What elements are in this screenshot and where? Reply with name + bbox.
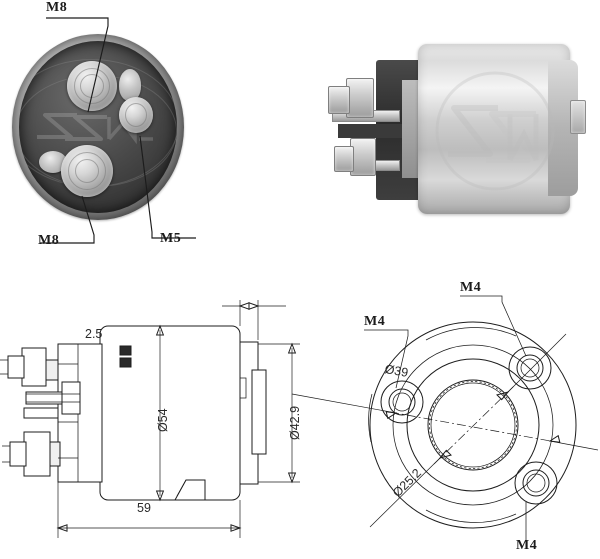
side-section-drawing: 2.5 Ø54 Ø42.9 59	[0, 282, 320, 559]
brand-watermark-icon	[435, 71, 555, 191]
terminal-ring-inner	[75, 159, 99, 183]
end-drawing-geometry	[291, 295, 599, 544]
leader-m8-top	[46, 17, 109, 113]
side-drawing-geometry	[0, 300, 300, 538]
cap-protrusion-left	[39, 151, 67, 173]
dimension-label-body-diameter: Ø54	[156, 408, 170, 432]
side-view-photo	[316, 34, 586, 224]
front-photo-callout-lines	[40, 17, 196, 244]
dimension-label-flange-diameter: Ø42.9	[288, 405, 302, 440]
terminal-m5	[119, 97, 153, 133]
side-lug	[570, 100, 586, 134]
callout-label-m8-bottom: M8	[38, 233, 60, 248]
dimension-label-length: 59	[137, 501, 151, 515]
terminal-m8-bottom	[61, 145, 113, 197]
mounting-boss-bottom-right	[514, 461, 558, 505]
mounting-boss-top-right	[508, 346, 552, 390]
terminal-m8-top	[67, 61, 117, 111]
callout-label-m8-top: M8	[46, 0, 68, 15]
end-face-drawing: M4 M4 M4 Ø39 Ø25.2	[291, 280, 600, 559]
terminal-ring-outer	[125, 103, 147, 127]
callout-label-m4-top: M4	[460, 280, 482, 295]
solenoid-body-shell	[418, 44, 570, 214]
cap-protrusion-right	[119, 69, 141, 101]
dimension-label-thickness: 2.5	[85, 327, 103, 341]
hex-nut-lower-outer	[334, 146, 354, 172]
terminal-ring-outer	[74, 68, 110, 104]
terminal-tab-plate	[338, 124, 402, 138]
callout-label-m4-left: M4	[364, 314, 386, 329]
hex-nut-upper-outer	[328, 86, 350, 114]
front-end-face-photo	[8, 30, 188, 225]
leader-m5	[139, 135, 196, 239]
leader-m8-bottom	[40, 195, 95, 244]
hex-nut-upper-inner	[346, 78, 374, 118]
mounting-boss-left	[380, 380, 424, 424]
terminal-ring-inner	[80, 74, 104, 98]
callout-label-m5: M5	[160, 231, 182, 246]
terminal-ring-outer	[68, 152, 106, 190]
hex-nut-lower-inner	[350, 138, 376, 176]
callout-label-m4-bottom: M4	[516, 538, 538, 553]
